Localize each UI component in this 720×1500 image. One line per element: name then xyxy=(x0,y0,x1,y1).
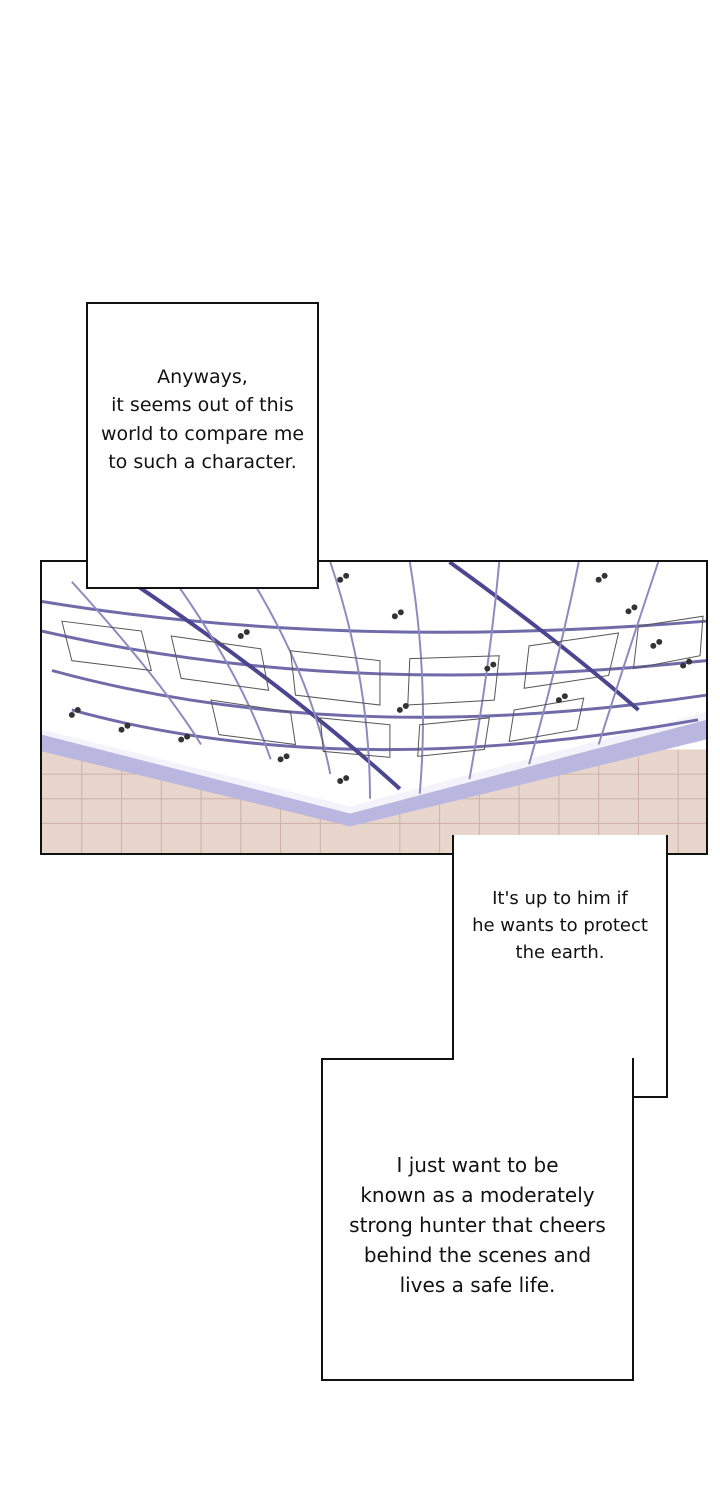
caption-joint xyxy=(454,1056,632,1062)
ceiling-illustration-panel xyxy=(40,560,708,855)
ceiling-crossbeams xyxy=(100,562,640,791)
narration-box-third: I just want to be known as a moderately … xyxy=(321,1058,634,1381)
ceiling-illustration xyxy=(42,562,706,853)
light-fixtures xyxy=(68,572,693,784)
narration-text-first: Anyways, it seems out of this world to c… xyxy=(100,365,305,474)
ceiling-panels xyxy=(61,615,704,758)
ceiling-beams xyxy=(42,599,706,752)
ceiling-rim xyxy=(42,719,706,827)
narration-text-second: It's up to him if he wants to protect th… xyxy=(472,888,648,963)
narration-text-third: I just want to be known as a moderately … xyxy=(349,1152,606,1297)
narration-box-first: Anyways, it seems out of this world to c… xyxy=(86,302,319,589)
